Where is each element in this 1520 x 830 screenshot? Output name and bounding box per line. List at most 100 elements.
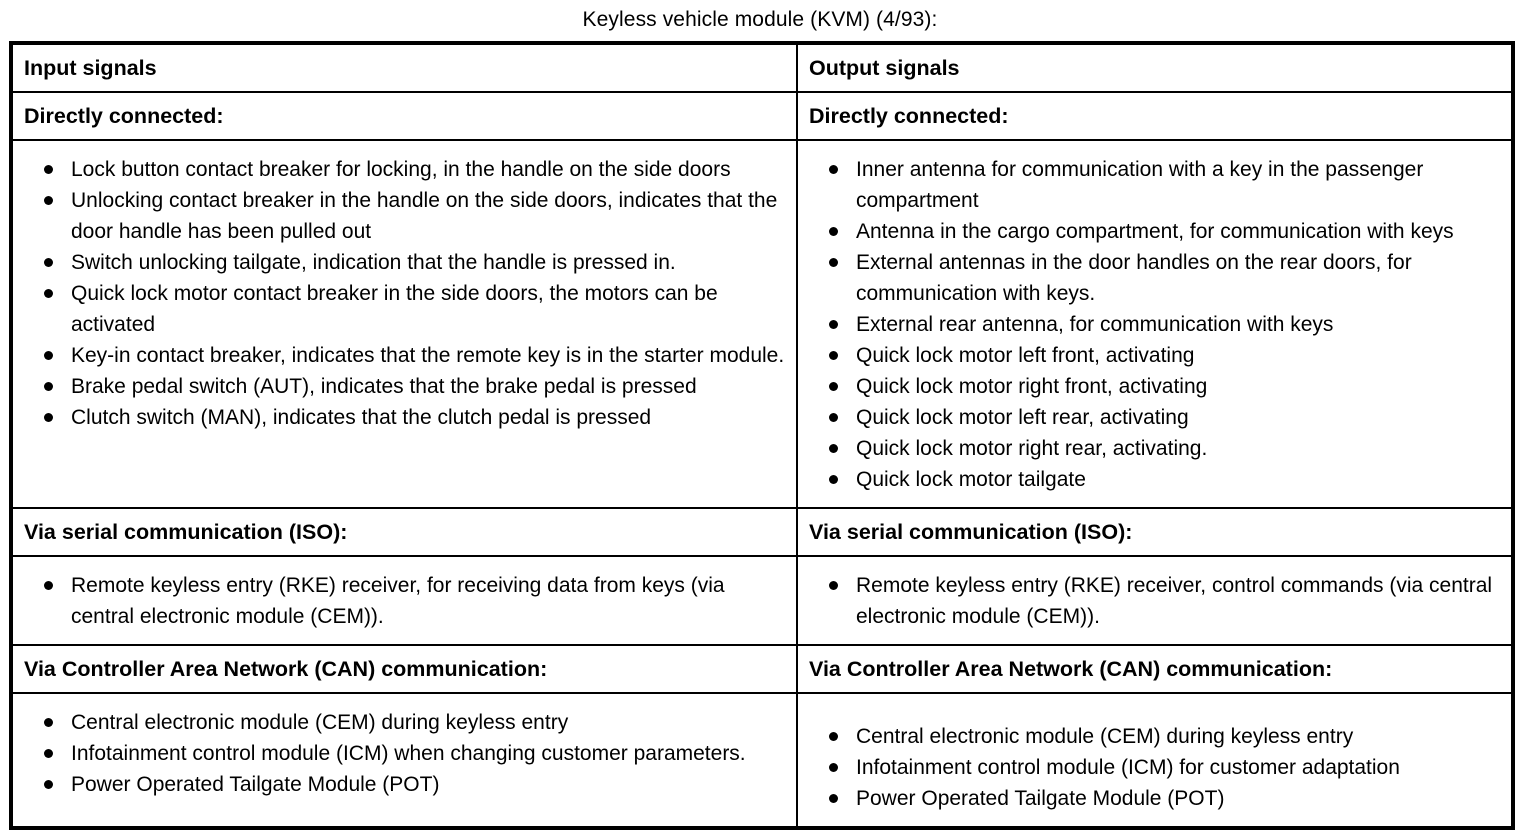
bullet-list-left-can: Central electronic module (CEM) during k… [13,694,796,812]
list-item-label: Infotainment control module (ICM) for cu… [856,756,1400,779]
list-item: Antenna in the cargo compartment, for co… [798,216,1503,247]
list-item: Key-in contact breaker, indicates that t… [13,340,788,371]
bullet-icon [829,413,838,422]
table-row-serial-iso-items: Remote keyless entry (RKE) receiver, for… [10,555,1514,646]
bullet-icon [829,227,838,236]
list-item-label: Central electronic module (CEM) during k… [856,725,1354,748]
bullet-icon [829,444,838,453]
list-item-label: Quick lock motor left front, activating [856,344,1195,367]
table-row-directly-connected-heading: Directly connected: Directly connected: [10,91,1514,141]
list-item-label: Inner antenna for communication with a k… [856,158,1424,212]
column-header-input-signals: Input signals [24,56,157,80]
list-item-label: Lock button contact breaker for locking,… [71,158,731,181]
section-heading-right-serial-iso: Via serial communication (ISO): [809,520,1133,544]
list-item-label: Quick lock motor contact breaker in the … [71,282,718,336]
bullet-icon [44,196,53,205]
list-item-label: Remote keyless entry (RKE) receiver, con… [856,574,1493,628]
list-item-label: Quick lock motor right front, activating [856,375,1208,398]
list-item-label: Brake pedal switch (AUT), indicates that… [71,375,697,398]
cell-right-serial-iso-heading: Via serial communication (ISO): [796,507,1514,557]
cell-output-signals-header: Output signals [796,42,1514,93]
list-item: Brake pedal switch (AUT), indicates that… [13,371,788,402]
list-item-label: Unlocking contact breaker in the handle … [71,189,778,243]
list-item: Remote keyless entry (RKE) receiver, con… [798,570,1503,632]
table-row-directly-connected-items: Lock button contact breaker for locking,… [10,139,1514,509]
list-item-label: Central electronic module (CEM) during k… [71,711,569,734]
cell-left-serial-iso-heading: Via serial communication (ISO): [10,507,798,557]
cell-left-directly-connected-heading: Directly connected: [10,91,798,141]
section-heading-left-can: Via Controller Area Network (CAN) commun… [24,657,548,681]
list-item: Inner antenna for communication with a k… [798,154,1503,216]
list-item-label: Remote keyless entry (RKE) receiver, for… [71,574,725,628]
bullet-icon [44,413,53,422]
bullet-list-left-directly-connected: Lock button contact breaker for locking,… [13,141,796,445]
cell-right-can-heading: Via Controller Area Network (CAN) commun… [796,644,1514,694]
cell-left-serial-iso-items: Remote keyless entry (RKE) receiver, for… [10,555,798,646]
bullet-icon [44,780,53,789]
bullet-list-right-can: Central electronic module (CEM) during k… [798,694,1511,826]
list-item-label: Quick lock motor right rear, activating. [856,437,1208,460]
table-row-can-heading: Via Controller Area Network (CAN) commun… [10,644,1514,694]
list-item: Quick lock motor left rear, activating [798,402,1503,433]
list-item: Lock button contact breaker for locking,… [13,154,788,185]
bullet-icon [829,351,838,360]
list-item-label: Clutch switch (MAN), indicates that the … [71,406,652,429]
bullet-icon [44,718,53,727]
bullet-icon [44,749,53,758]
list-item: Remote keyless entry (RKE) receiver, for… [13,570,788,632]
list-item: Quick lock motor right front, activating [798,371,1503,402]
bullet-icon [829,165,838,174]
list-item: Infotainment control module (ICM) when c… [13,738,788,769]
bullet-icon [829,382,838,391]
list-item-label: Switch unlocking tailgate, indication th… [71,251,676,274]
bullet-list-right-serial-iso: Remote keyless entry (RKE) receiver, con… [798,557,1511,644]
cell-left-can-heading: Via Controller Area Network (CAN) commun… [10,644,798,694]
list-item: Power Operated Tailgate Module (POT) [13,769,788,800]
list-item: Central electronic module (CEM) during k… [13,707,788,738]
cell-right-can-items: Central electronic module (CEM) during k… [796,692,1514,829]
list-item-label: External antennas in the door handles on… [856,251,1412,305]
table-row-serial-iso-heading: Via serial communication (ISO): Via seri… [10,507,1514,557]
bullet-icon [829,475,838,484]
bullet-icon [44,258,53,267]
table-row-column-headers: Input signals Output signals [10,42,1514,93]
bullet-icon [44,581,53,590]
bullet-icon [829,320,838,329]
cell-right-directly-connected-items: Inner antenna for communication with a k… [796,139,1514,509]
bullet-list-left-serial-iso: Remote keyless entry (RKE) receiver, for… [13,557,796,644]
list-item-label: Quick lock motor left rear, activating [856,406,1189,429]
list-item: Switch unlocking tailgate, indication th… [13,247,788,278]
section-heading-right-directly-connected: Directly connected: [809,104,1009,128]
list-item: Quick lock motor contact breaker in the … [13,278,788,340]
list-item: Infotainment control module (ICM) for cu… [798,752,1503,783]
section-heading-left-directly-connected: Directly connected: [24,104,224,128]
bullet-icon [829,732,838,741]
bullet-icon [44,165,53,174]
bullet-icon [829,581,838,590]
bullet-icon [829,794,838,803]
bullet-icon [44,289,53,298]
list-item: Quick lock motor right rear, activating. [798,433,1503,464]
cell-right-serial-iso-items: Remote keyless entry (RKE) receiver, con… [796,555,1514,646]
cell-right-directly-connected-heading: Directly connected: [796,91,1514,141]
bullet-icon [44,382,53,391]
bullet-icon [829,258,838,267]
list-item-label: Power Operated Tailgate Module (POT) [71,773,440,796]
list-item: Power Operated Tailgate Module (POT) [798,783,1503,814]
list-item-label: Quick lock motor tailgate [856,468,1086,491]
list-item-label: External rear antenna, for communication… [856,313,1334,336]
list-item: Unlocking contact breaker in the handle … [13,185,788,247]
list-item: Quick lock motor left front, activating [798,340,1503,371]
list-item-label: Antenna in the cargo compartment, for co… [856,220,1454,243]
list-item: External rear antenna, for communication… [798,309,1503,340]
list-item-label: Key-in contact breaker, indicates that t… [71,344,785,367]
list-item-label: Infotainment control module (ICM) when c… [71,742,746,765]
bullet-list-right-directly-connected: Inner antenna for communication with a k… [798,141,1511,507]
list-item-label: Power Operated Tailgate Module (POT) [856,787,1225,810]
page-title: Keyless vehicle module (KVM) (4/93): [582,8,938,31]
cell-input-signals-header: Input signals [10,42,798,93]
list-item: Clutch switch (MAN), indicates that the … [13,402,788,433]
signal-table: Input signals Output signals Directly co… [9,41,1515,830]
list-item: Quick lock motor tailgate [798,464,1503,495]
